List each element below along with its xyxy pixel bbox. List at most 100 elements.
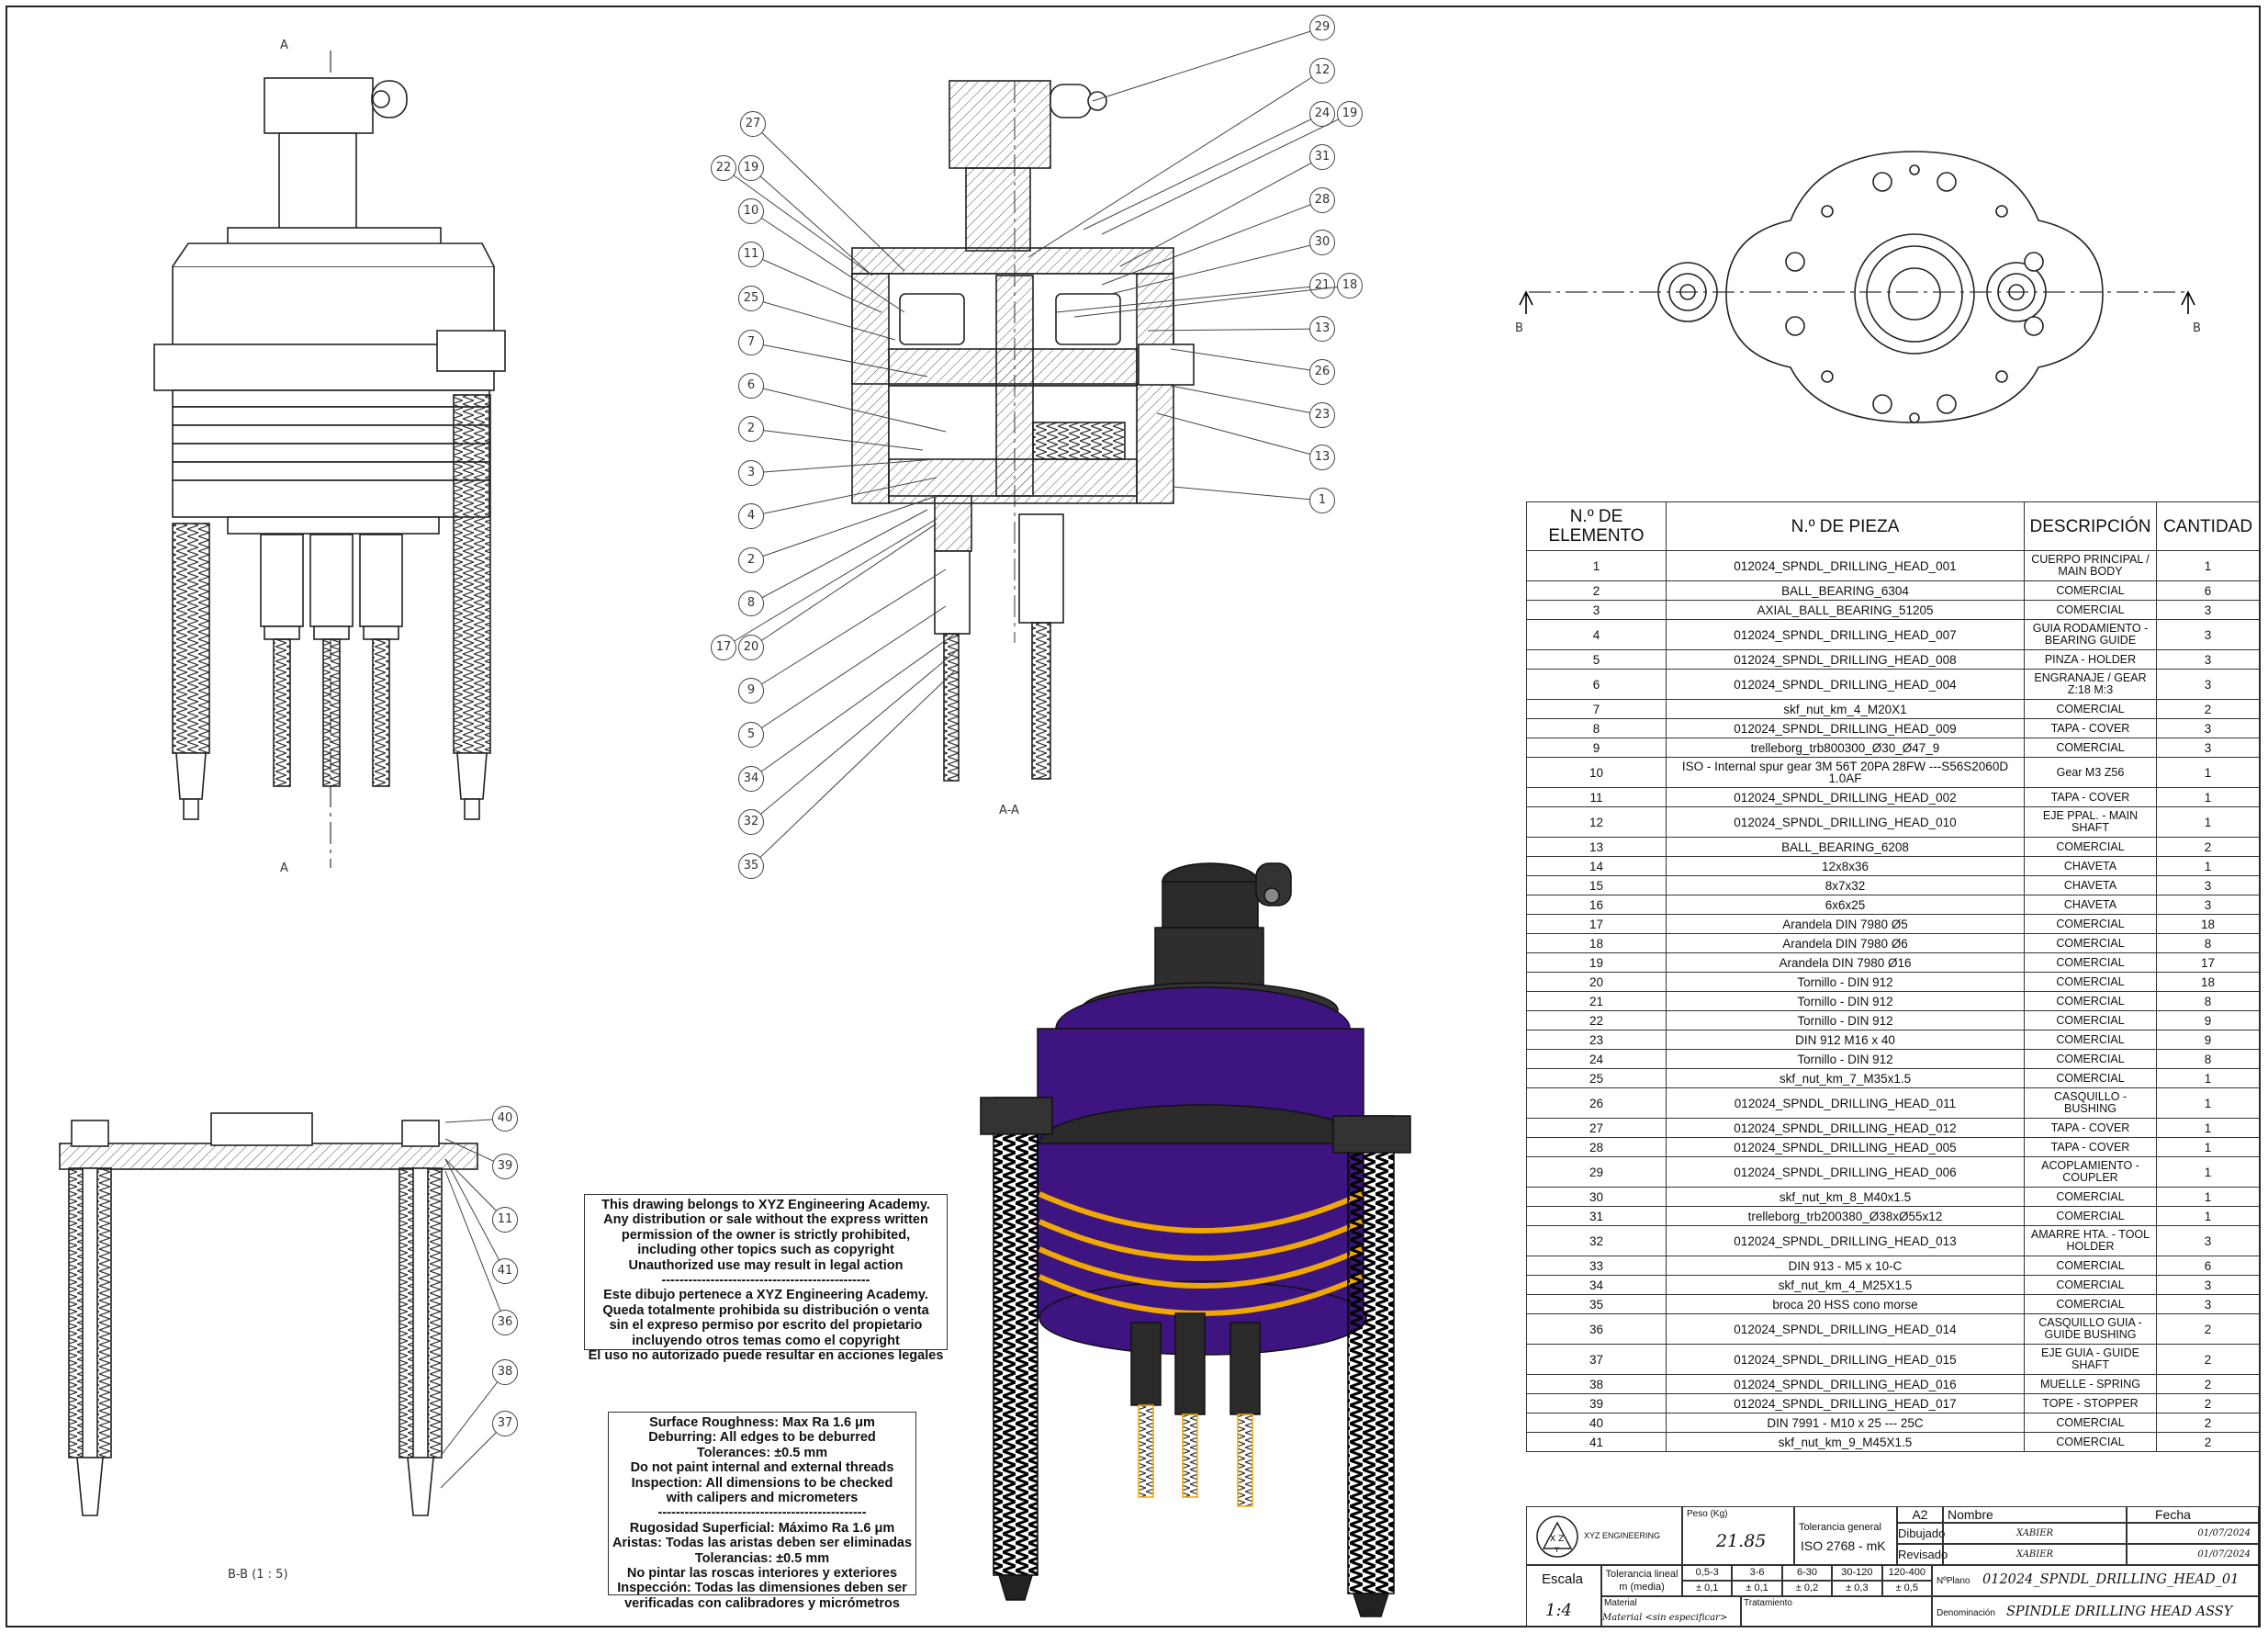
bom-cell-item: 29: [1526, 1156, 1667, 1188]
balloon: 31: [1309, 144, 1335, 170]
bom-cell-item: 17: [1526, 914, 1667, 934]
bom-cell-item: 18: [1526, 933, 1667, 953]
bom-cell-item: 22: [1526, 1010, 1667, 1030]
bill-of-materials-table: N.º DE ELEMENTO N.º DE PIEZA DESCRIPCIÓN…: [1526, 501, 2260, 1452]
bom-cell-part: 012024_SPNDL_DRILLING_HEAD_006: [1666, 1156, 2025, 1188]
bom-cell-quantity: 2: [2156, 1393, 2260, 1413]
bom-cell-quantity: 6: [2156, 580, 2260, 601]
bom-cell-description: CHAVETA: [2024, 895, 2157, 915]
balloon: 19: [1337, 101, 1363, 127]
bom-cell-part: 012024_SPNDL_DRILLING_HEAD_016: [1666, 1374, 2025, 1394]
sheet-size: A2: [1897, 1506, 1943, 1523]
title-block: X Z Y XYZ ENGINEERING Peso (Kg) 21.85 To…: [1526, 1506, 2259, 1627]
bom-cell-description: COMERCIAL: [2024, 933, 2157, 953]
bom-cell-description: CHAVETA: [2024, 875, 2157, 895]
bom-cell-description: COMERCIAL: [2024, 1049, 2157, 1069]
bom-cell-item: 31: [1526, 1206, 1667, 1226]
balloon: 7: [738, 330, 764, 355]
bom-cell-quantity: 6: [2156, 1256, 2260, 1276]
drawing-sheet-border: [6, 6, 2261, 1627]
balloon: 24: [1309, 101, 1335, 127]
company-logo-cell: X Z Y XYZ ENGINEERING: [1526, 1506, 1682, 1565]
balloon: 5: [738, 722, 764, 748]
bom-cell-description: ACOPLAMIENTO - COUPLER: [2024, 1156, 2157, 1188]
balloon: 30: [1309, 230, 1335, 255]
bom-cell-part: 012024_SPNDL_DRILLING_HEAD_011: [1666, 1087, 2025, 1119]
weight-value: 21.85: [1716, 1531, 1767, 1551]
bom-cell-item: 34: [1526, 1275, 1667, 1295]
bom-cell-description: COMERCIAL: [2024, 1413, 2157, 1433]
bom-cell-description: COMERCIAL: [2024, 952, 2157, 973]
bom-cell-part: DIN 912 M16 x 40: [1666, 1030, 2025, 1050]
bom-cell-item: 7: [1526, 699, 1667, 719]
bom-cell-description: CUERPO PRINCIPAL / MAIN BODY: [2024, 550, 2157, 581]
balloon: 10: [738, 198, 764, 224]
bom-cell-part: 012024_SPNDL_DRILLING_HEAD_008: [1666, 649, 2025, 670]
bom-cell-description: ENGRANAJE / GEAR Z:18 M:3: [2024, 669, 2157, 700]
bom-cell-description: COMERCIAL: [2024, 580, 2157, 601]
bom-cell-part: 12x8x36: [1666, 856, 2025, 876]
bom-cell-item: 15: [1526, 875, 1667, 895]
bom-header-description: DESCRIPCIÓN: [2024, 501, 2157, 551]
bom-cell-quantity: 1: [2156, 1156, 2260, 1188]
xyz-logo-icon: X Z Y: [1536, 1515, 1578, 1558]
bom-cell-part: skf_nut_km_9_M45X1.5: [1666, 1432, 2025, 1452]
bom-cell-item: 25: [1526, 1068, 1667, 1088]
scale-label: Escala: [1542, 1571, 1584, 1587]
bom-cell-item: 11: [1526, 787, 1667, 807]
bom-cell-item: 16: [1526, 895, 1667, 915]
bom-cell-description: COMERCIAL: [2024, 600, 2157, 620]
bom-cell-description: COMERCIAL: [2024, 1294, 2157, 1314]
tol-range: 6-30: [1781, 1565, 1833, 1581]
manufacturing-specs-note: Surface Roughness: Max Ra 1.6 μm Deburri…: [608, 1412, 916, 1611]
balloon: 41: [492, 1258, 518, 1284]
balloon: 2: [738, 547, 764, 573]
balloon: 1: [1309, 488, 1335, 513]
tol-range: 30-120: [1832, 1565, 1882, 1581]
bom-cell-quantity: 2: [2156, 837, 2260, 857]
balloon: 27: [740, 111, 766, 137]
bom-cell-quantity: 18: [2156, 914, 2260, 934]
bom-cell-part: broca 20 HSS cono morse: [1666, 1294, 2025, 1314]
bom-cell-item: 10: [1526, 757, 1667, 788]
balloon: 8: [738, 591, 764, 616]
tol-range: 0,5-3: [1682, 1565, 1733, 1581]
svg-text:Y: Y: [1554, 1546, 1559, 1554]
bom-cell-quantity: 3: [2156, 1225, 2260, 1256]
bom-cell-quantity: 3: [2156, 649, 2260, 670]
bom-cell-item: 35: [1526, 1294, 1667, 1314]
balloon: 37: [492, 1411, 518, 1436]
bom-cell-item: 8: [1526, 718, 1667, 738]
bom-cell-item: 14: [1526, 856, 1667, 876]
bom-cell-item: 1: [1526, 550, 1667, 581]
bom-cell-quantity: 3: [2156, 895, 2260, 915]
general-tolerance-label: Tolerancia general: [1799, 1522, 1881, 1533]
balloon: 40: [492, 1106, 518, 1132]
bom-cell-quantity: 18: [2156, 972, 2260, 992]
bom-cell-description: TAPA - COVER: [2024, 1118, 2157, 1138]
bom-cell-item: 12: [1526, 806, 1667, 838]
linear-tolerance-label: Tolerancia lineal m (media): [1601, 1565, 1682, 1596]
bom-cell-description: Gear M3 Z56: [2024, 757, 2157, 788]
reviewed-label: Revisado: [1897, 1544, 1948, 1565]
bom-cell-item: 37: [1526, 1344, 1667, 1375]
bom-cell-description: TAPA - COVER: [2024, 787, 2157, 807]
tol-value: ± 0,1: [1732, 1581, 1782, 1596]
isometric-3d-view: [980, 862, 1411, 1617]
